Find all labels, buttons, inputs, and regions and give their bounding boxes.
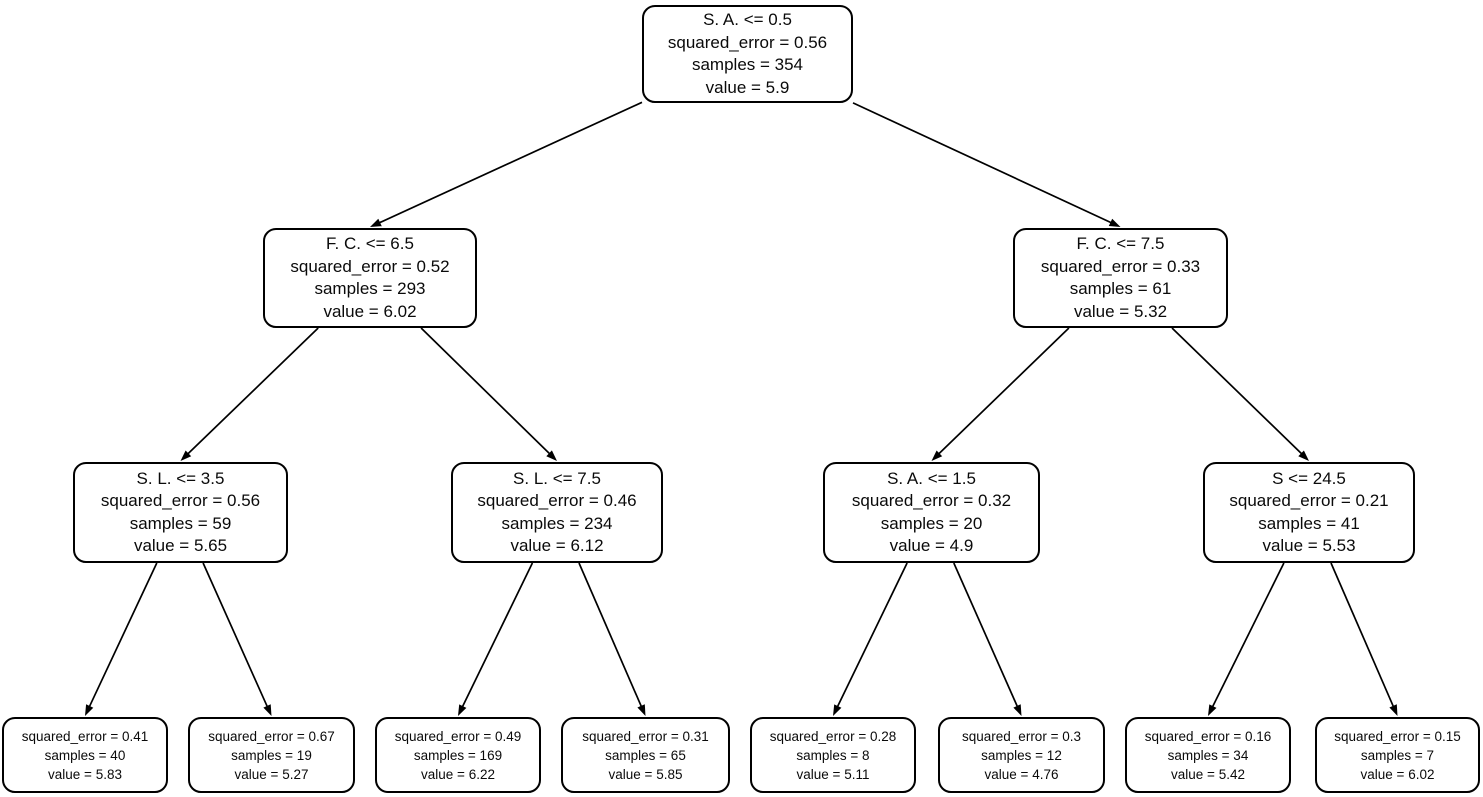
node-squared-error: squared_error = 0.56 (667, 32, 828, 52)
node-value: value = 5.65 (133, 536, 228, 555)
tree-edge (202, 562, 269, 710)
arrowhead-icon (931, 450, 943, 461)
tree-edge (578, 562, 644, 710)
node-value: value = 5.11 (796, 766, 870, 782)
tree-edge (420, 327, 552, 457)
node-split-condition: S. A. <= 0.5 (703, 10, 792, 29)
node-value: value = 4.9 (889, 536, 974, 555)
tree-leaf-8: squared_error = 0.67 samples = 19 value … (188, 717, 355, 793)
arrowhead-icon (833, 704, 842, 716)
node-samples: samples = 354 (691, 55, 804, 74)
arrowhead-icon (1298, 450, 1309, 461)
tree-edge (376, 101, 643, 225)
arrowhead-icon (370, 218, 382, 227)
arrowhead-icon (1389, 704, 1398, 716)
node-value: value = 6.02 (1360, 766, 1435, 782)
node-value: value = 6.22 (421, 766, 495, 782)
tree-leaf-7: squared_error = 0.41 samples = 40 value … (2, 717, 168, 793)
node-value: value = 5.9 (705, 77, 790, 97)
node-squared-error: squared_error = 0.33 (1040, 256, 1201, 276)
tree-edge (835, 562, 908, 710)
tree-edge (1171, 327, 1304, 457)
tree-leaf-13: squared_error = 0.16 samples = 34 value … (1125, 717, 1291, 793)
node-samples: samples = 19 (231, 747, 312, 763)
node-squared-error: squared_error = 0.16 (1144, 728, 1272, 744)
tree-node-1: F. C. <= 6.5 squared_error = 0.52 sample… (263, 228, 477, 328)
node-split-condition: S. L. <= 7.5 (513, 468, 601, 488)
node-squared-error: squared_error = 0.3 (962, 728, 1081, 744)
node-value: value = 5.85 (608, 766, 683, 782)
node-samples: samples = 61 (1069, 279, 1172, 298)
node-samples: samples = 34 (1167, 747, 1249, 763)
node-value: value = 5.83 (48, 766, 122, 782)
node-squared-error: squared_error = 0.67 (208, 728, 335, 744)
node-samples: samples = 169 (413, 747, 503, 763)
tree-edge (852, 102, 1114, 225)
tree-edge (953, 562, 1020, 710)
tree-edge (185, 327, 319, 457)
node-samples: samples = 234 (501, 513, 613, 533)
node-value: value = 6.12 (510, 536, 604, 555)
node-samples: samples = 7 (1360, 747, 1435, 763)
node-squared-error: squared_error = 0.41 (21, 728, 149, 744)
tree-node-5: S. A. <= 1.5 squared_error = 0.32 sample… (823, 462, 1040, 563)
node-value: value = 5.53 (1262, 536, 1356, 555)
node-squared-error: squared_error = 0.32 (851, 491, 1012, 510)
node-samples: samples = 293 (314, 279, 426, 298)
tree-edge (87, 562, 158, 710)
tree-node-6: S <= 24.5 squared_error = 0.21 samples =… (1203, 462, 1415, 563)
arrowhead-icon (458, 704, 467, 716)
node-value: value = 5.42 (1171, 766, 1245, 782)
node-value: value = 5.32 (1073, 301, 1168, 321)
node-samples: samples = 12 (981, 747, 1062, 763)
tree-leaf-10: squared_error = 0.31 samples = 65 value … (561, 717, 730, 793)
node-samples: samples = 8 (796, 747, 870, 763)
arrowhead-icon (180, 450, 192, 461)
arrowhead-icon (637, 704, 646, 716)
tree-edge (1210, 562, 1285, 710)
tree-edge (460, 562, 534, 710)
tree-leaf-14: squared_error = 0.15 samples = 7 value =… (1315, 717, 1480, 793)
tree-node-root: S. A. <= 0.5 squared_error = 0.56 sample… (642, 5, 853, 103)
node-squared-error: squared_error = 0.52 (290, 256, 450, 276)
node-split-condition: F. C. <= 7.5 (1076, 234, 1165, 253)
tree-edge (1330, 562, 1396, 710)
tree-edge (936, 327, 1070, 457)
node-squared-error: squared_error = 0.31 (582, 728, 709, 744)
node-value: value = 6.02 (323, 301, 417, 321)
node-squared-error: squared_error = 0.46 (477, 491, 637, 510)
node-split-condition: S <= 24.5 (1272, 468, 1346, 488)
node-samples: samples = 40 (44, 747, 126, 763)
arrowhead-icon (1208, 704, 1217, 716)
arrowhead-icon (1108, 218, 1121, 227)
tree-node-3: S. L. <= 3.5 squared_error = 0.56 sample… (73, 462, 288, 563)
arrowhead-icon (263, 704, 272, 716)
node-squared-error: squared_error = 0.28 (769, 728, 897, 744)
node-squared-error: squared_error = 0.21 (1229, 491, 1389, 510)
tree-node-2: F. C. <= 7.5 squared_error = 0.33 sample… (1013, 228, 1228, 328)
node-squared-error: squared_error = 0.56 (100, 491, 261, 510)
node-samples: samples = 41 (1258, 513, 1360, 533)
node-samples: samples = 65 (605, 747, 686, 763)
arrowhead-icon (546, 450, 557, 461)
node-squared-error: squared_error = 0.15 (1334, 728, 1461, 744)
node-value: value = 5.27 (234, 766, 309, 782)
tree-leaf-11: squared_error = 0.28 samples = 8 value =… (750, 717, 916, 793)
node-split-condition: S. L. <= 3.5 (136, 468, 225, 488)
tree-leaf-9: squared_error = 0.49 samples = 169 value… (375, 717, 541, 793)
node-samples: samples = 20 (880, 513, 983, 533)
tree-node-4: S. L. <= 7.5 squared_error = 0.46 sample… (451, 462, 663, 563)
node-squared-error: squared_error = 0.49 (394, 728, 522, 744)
arrowhead-icon (1013, 704, 1022, 716)
node-value: value = 4.76 (984, 766, 1059, 782)
node-samples: samples = 59 (129, 513, 232, 533)
arrowhead-icon (85, 704, 94, 716)
tree-leaf-12: squared_error = 0.3 samples = 12 value =… (938, 717, 1105, 793)
node-split-condition: F. C. <= 6.5 (326, 234, 414, 253)
node-split-condition: S. A. <= 1.5 (887, 468, 976, 488)
